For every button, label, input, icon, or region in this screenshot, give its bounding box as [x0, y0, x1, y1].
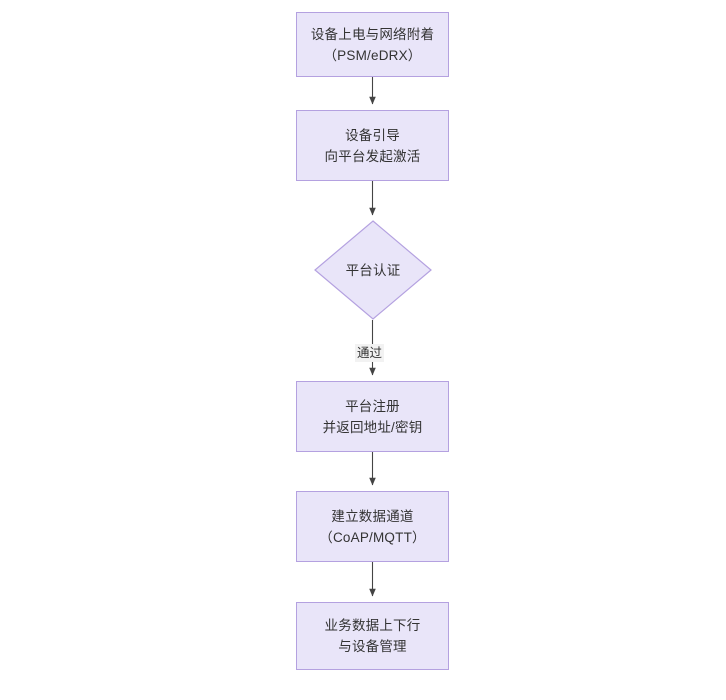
node-business-data-and-device-management[interactable]: 业务数据上下行 与设备管理: [296, 602, 449, 670]
node-auth-label: 平台认证: [345, 262, 401, 278]
node-power-label: 设备上电与网络附着 （PSM/eDRX）: [310, 26, 435, 63]
node-register-label: 平台注册 并返回地址/密钥: [322, 398, 423, 435]
node-device-power-on[interactable]: 设备上电与网络附着 （PSM/eDRX）: [296, 12, 449, 77]
node-channel-label: 建立数据通道 （CoAP/MQTT）: [319, 508, 426, 545]
node-platform-auth-decision[interactable]: 平台认证: [314, 220, 432, 320]
node-device-bootstrap[interactable]: 设备引导 向平台发起激活: [296, 110, 449, 181]
node-establish-data-channel[interactable]: 建立数据通道 （CoAP/MQTT）: [296, 491, 449, 562]
node-business-label: 业务数据上下行 与设备管理: [324, 618, 421, 654]
diamond-shape-icon: [314, 220, 432, 320]
node-platform-register[interactable]: 平台注册 并返回地址/密钥: [296, 381, 449, 452]
node-bootstrap-label: 设备引导 向平台发起激活: [324, 127, 421, 164]
edge-label-pass: 通过: [355, 344, 385, 362]
